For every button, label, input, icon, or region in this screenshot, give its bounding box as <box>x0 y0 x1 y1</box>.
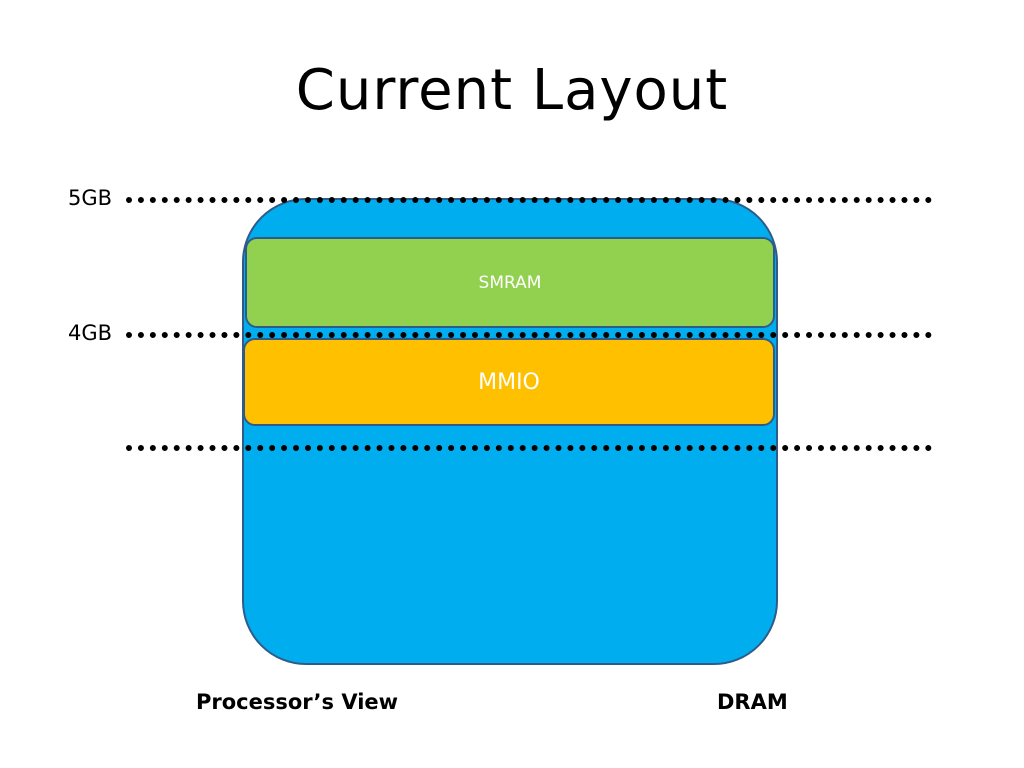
mmio-region: MMIO <box>243 338 775 426</box>
boundary-line-4gb <box>126 332 932 338</box>
smram-region: SMRAM <box>245 237 775 328</box>
smram-label: SMRAM <box>478 272 542 293</box>
boundary-label-4gb: 4GB <box>68 321 113 345</box>
dram-caption: DRAM <box>717 690 788 714</box>
slide-title: Current Layout <box>295 58 729 123</box>
boundary-line-lower <box>126 445 932 451</box>
mmio-label: MMIO <box>478 369 540 395</box>
boundary-line-5gb <box>126 197 932 203</box>
processor-view-caption: Processor’s View <box>196 690 399 714</box>
boundary-label-5gb: 5GB <box>68 186 113 210</box>
